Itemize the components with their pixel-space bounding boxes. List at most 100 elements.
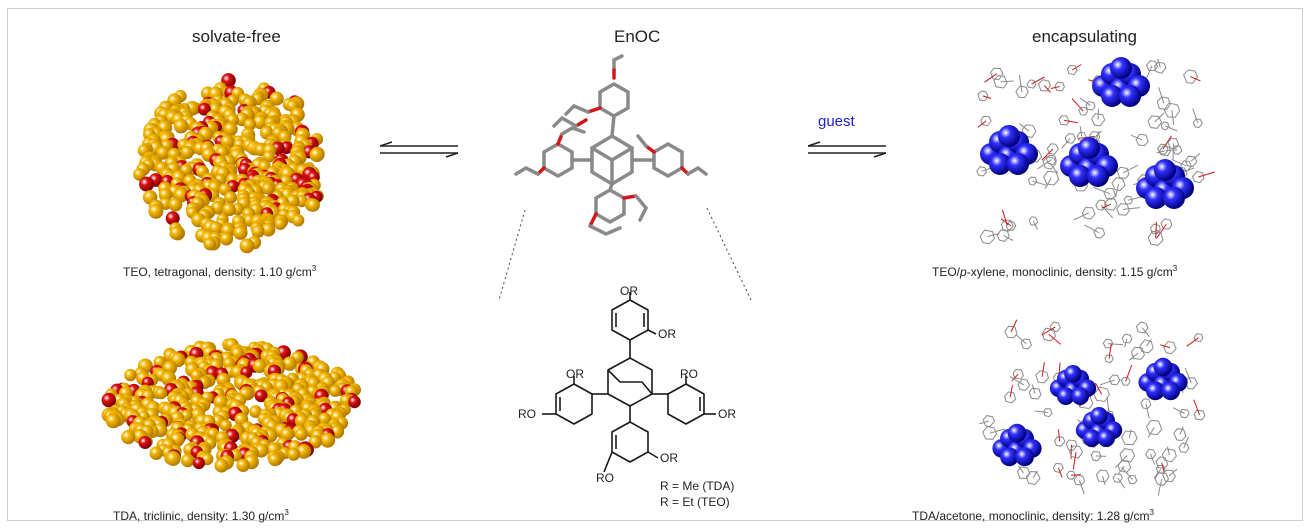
caption-tda-solvate-free: TDA, triclinic, density: 1.30 g/cm3 <box>113 508 289 523</box>
atom-sphere <box>155 387 168 400</box>
guest-sphere <box>1161 381 1180 401</box>
leader-lines <box>498 207 752 301</box>
guest-sphere <box>1069 165 1091 187</box>
guest-sphere <box>1101 85 1123 107</box>
guest-sphere <box>1163 187 1185 209</box>
guest-sphere <box>1078 137 1100 159</box>
atom-sphere <box>165 211 180 226</box>
guest-sphere <box>1119 85 1141 107</box>
header-enoc: EnOC <box>614 27 661 46</box>
atom-sphere <box>318 412 332 426</box>
atom-sphere <box>268 453 282 467</box>
atom-sphere <box>139 176 155 192</box>
teo-xylene-lattice <box>976 57 1215 246</box>
atom-sphere <box>254 389 268 403</box>
atom-sphere <box>306 198 320 212</box>
label-or-right: OR <box>718 407 736 421</box>
guest-sphere <box>1087 165 1109 187</box>
guest-sphere <box>998 125 1020 147</box>
atom-sphere <box>309 147 325 163</box>
figure-frame <box>7 8 1303 521</box>
atom-sphere <box>181 453 195 468</box>
atom-sphere <box>294 427 308 441</box>
atom-sphere <box>124 368 137 382</box>
tda-acetone-lattice <box>979 319 1206 496</box>
guest-sphere <box>1153 357 1173 377</box>
label-r-et: R = Et (TEO) <box>660 495 730 509</box>
atom-sphere <box>219 419 232 432</box>
guest-sphere <box>1090 407 1108 425</box>
caption-teo-solvate-free: TEO, tetragonal, density: 1.10 g/cm3 <box>123 264 317 279</box>
atom-sphere <box>133 168 146 181</box>
label-or-top: OR <box>620 284 638 298</box>
atom-sphere <box>252 114 268 130</box>
atom-sphere <box>214 458 229 473</box>
atom-sphere <box>173 118 189 134</box>
atom-sphere <box>261 182 275 195</box>
guest-sphere <box>1071 387 1089 405</box>
guest-sphere <box>1110 57 1132 79</box>
guest-sphere <box>1007 153 1029 175</box>
atom-sphere <box>249 405 262 418</box>
atom-sphere <box>209 221 223 235</box>
atom-sphere <box>219 232 234 246</box>
atom-sphere <box>149 446 163 460</box>
header-encapsulating: encapsulating <box>1032 27 1137 46</box>
atom-sphere <box>292 214 305 227</box>
atom-sphere <box>243 118 256 131</box>
guest-sphere <box>1000 447 1019 467</box>
label-ro-right-ortho: RO <box>680 367 698 381</box>
equilibrium-arrows-left <box>379 141 459 158</box>
atom-sphere <box>138 436 152 449</box>
label-ro-bottom: RO <box>596 471 614 485</box>
guest-sphere <box>989 153 1011 175</box>
atom-sphere <box>269 91 284 106</box>
atom-sphere <box>233 225 248 240</box>
guest-sphere <box>1007 423 1027 443</box>
atom-sphere <box>274 217 287 230</box>
atom-sphere <box>236 458 250 472</box>
guest-sphere <box>1145 187 1167 209</box>
teo-space-filling-cluster <box>133 73 325 254</box>
guest-sphere <box>1097 429 1115 447</box>
atom-sphere <box>329 384 342 397</box>
atom-sphere <box>203 237 217 251</box>
atom-sphere <box>223 121 238 137</box>
atom-sphere <box>168 197 183 212</box>
atom-sphere <box>263 150 275 163</box>
atom-sphere <box>121 430 136 445</box>
atom-sphere <box>165 451 181 466</box>
atom-sphere <box>224 191 237 204</box>
atom-sphere <box>252 359 267 374</box>
guest-sphere <box>1146 381 1165 401</box>
atom-sphere <box>239 238 255 254</box>
enoc-stick-model <box>514 54 708 236</box>
atom-sphere <box>251 224 265 238</box>
atom-sphere <box>169 226 184 241</box>
caption-tda-encapsulating: TDA/acetone, monoclinic, density: 1.28 g… <box>912 508 1154 523</box>
label-or-left-ortho: OR <box>566 367 584 381</box>
atom-sphere <box>348 395 361 409</box>
guest-sphere <box>1015 447 1034 467</box>
caption-teo-encapsulating: TEO/p-xylene, monoclinic, density: 1.15 … <box>932 264 1178 279</box>
equilibrium-arrows-right <box>807 141 887 158</box>
atom-sphere <box>156 146 170 160</box>
atom-sphere <box>158 188 173 202</box>
atom-sphere <box>261 222 276 237</box>
atom-sphere <box>180 145 194 159</box>
atom-sphere <box>296 444 312 459</box>
guest-sphere <box>1154 159 1176 181</box>
atom-sphere <box>282 356 297 371</box>
atom-sphere <box>198 102 211 116</box>
label-ro-left: RO <box>518 407 536 421</box>
atom-sphere <box>320 432 336 448</box>
guest-sphere <box>1083 429 1101 447</box>
atom-sphere <box>287 447 300 461</box>
guest-sphere <box>1064 365 1082 383</box>
atom-sphere <box>192 457 205 470</box>
guest-label: guest <box>818 113 855 130</box>
guest-sphere <box>1057 387 1075 405</box>
enoc-skeletal-structure <box>542 292 716 473</box>
atom-sphere <box>222 202 236 217</box>
label-r-me: R = Me (TDA) <box>660 479 735 493</box>
